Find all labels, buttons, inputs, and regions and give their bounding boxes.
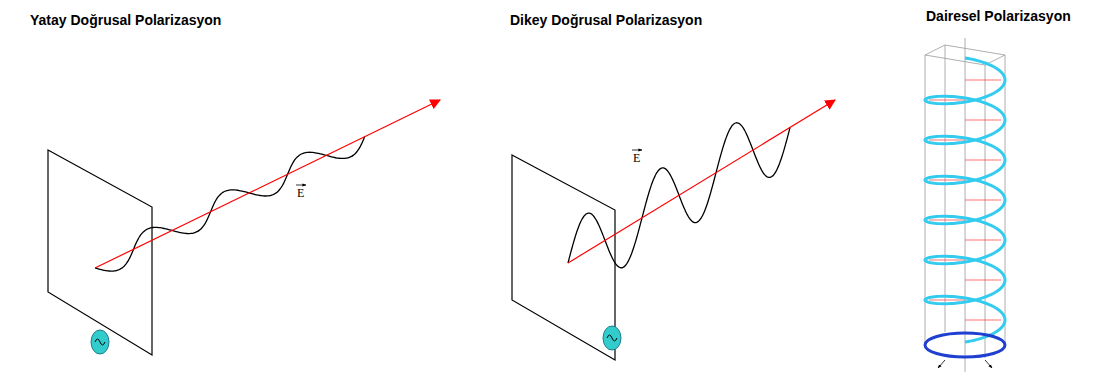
field-vector-label: E bbox=[297, 186, 304, 201]
field-vector bbox=[929, 180, 965, 181]
field-vector bbox=[965, 280, 1001, 281]
wireframe-prism bbox=[925, 38, 1005, 372]
source-symbol bbox=[91, 330, 109, 354]
field-vector bbox=[929, 220, 965, 221]
sine-symbol bbox=[95, 339, 105, 345]
vector-arrow bbox=[296, 185, 306, 186]
antenna-plate bbox=[512, 155, 615, 360]
panel-heading: Yatay Doğrusal Polarizasyon bbox=[30, 12, 221, 28]
field-vector bbox=[965, 200, 1001, 201]
circular-helix bbox=[925, 58, 1005, 342]
field-vector bbox=[929, 260, 965, 261]
field-vector bbox=[965, 160, 1001, 161]
field-vector bbox=[929, 140, 965, 141]
panel-heading: Dairesel Polarizasyon bbox=[926, 8, 1071, 24]
sine-symbol bbox=[607, 335, 617, 341]
field-vector bbox=[965, 120, 1001, 121]
axis-arrow bbox=[985, 360, 992, 368]
field-vector bbox=[929, 100, 965, 101]
axis-arrow bbox=[938, 360, 945, 368]
antenna-plate bbox=[48, 150, 152, 355]
propagation-arrow bbox=[95, 100, 440, 268]
field-vector bbox=[929, 300, 965, 301]
field-vector-label: E bbox=[633, 151, 640, 166]
field-vector bbox=[965, 320, 1001, 321]
field-vector bbox=[965, 240, 1001, 241]
vector-arrow bbox=[632, 150, 642, 151]
polarization-circle bbox=[925, 333, 1005, 357]
propagation-arrow bbox=[568, 100, 835, 263]
helix-path bbox=[925, 58, 1005, 342]
source-symbol bbox=[603, 326, 621, 350]
panel-heading: Dikey Doğrusal Polarizasyon bbox=[510, 12, 702, 28]
field-vector bbox=[965, 80, 1001, 81]
